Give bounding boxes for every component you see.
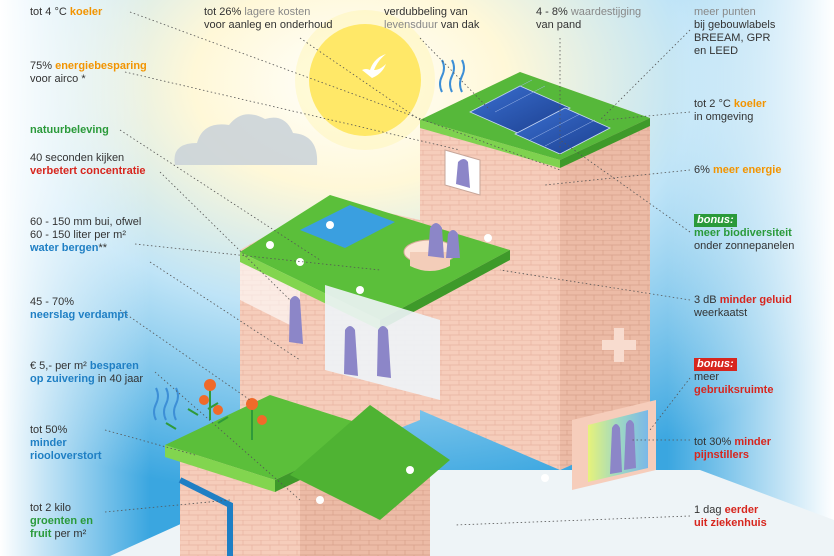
label-text: ** <box>98 242 108 254</box>
label-text: BREEAM, GPR <box>694 32 771 44</box>
label-lower-costs: tot 26% lagere kosten voor aanleg en ond… <box>204 6 332 32</box>
label-highlight: minder <box>30 437 67 449</box>
label-text: 3 dB <box>694 294 720 306</box>
label-highlight: minder geluid <box>719 294 792 306</box>
label-text: voor aanleg en onderhoud <box>204 19 333 31</box>
label-highlight: koeler <box>69 6 103 18</box>
label-highlight: meer energie <box>712 164 782 176</box>
label-highlight: pijnstillers <box>694 449 750 461</box>
flower-icon <box>266 221 549 504</box>
label-text: € 5,- per m² <box>30 360 90 372</box>
label-painkillers: tot 30% minder pijnstillers <box>694 436 771 462</box>
leader-lines <box>104 11 691 526</box>
label-less-noise: 3 dB minder geluid weerkaatst <box>694 294 792 320</box>
label-text: tot 30% <box>694 436 735 448</box>
label-text: 4 - 8% <box>536 6 571 18</box>
label-highlight: gebruiksruimte <box>694 384 774 396</box>
label-water-storage: 60 - 150 mm bui, ofwel 60 - 150 liter pe… <box>30 216 141 255</box>
label-highlight: besparen <box>89 360 139 372</box>
label-vegetables: tot 2 kilo groenten en fruit per m² <box>30 502 93 541</box>
label-highlight: levensduur <box>384 19 438 31</box>
label-cooler: tot 4 °C koeler <box>30 6 102 19</box>
pond-icon <box>300 205 395 248</box>
label-value-increase: 4 - 8% waardestijging van pand <box>536 6 641 32</box>
label-text: tot 2 kilo <box>30 502 71 514</box>
label-lifespan: verdubbeling van levensduur van dak <box>384 6 479 32</box>
label-more-energy: 6% meer energie <box>694 164 781 177</box>
lower-building <box>165 395 450 556</box>
label-usable-space: bonus: meer gebruiksruimte <box>694 358 773 397</box>
label-text: per m² <box>51 528 87 540</box>
label-text: 60 - 150 liter per m² <box>30 229 126 241</box>
vegetable-plants-icon <box>165 379 267 440</box>
middle-building <box>240 195 510 460</box>
label-text: verdubbeling van <box>384 6 468 18</box>
label-highlight: energiebesparing <box>55 60 147 72</box>
label-sewer-overflow: tot 50% minder riooloverstort <box>30 424 102 463</box>
label-highlight: verbetert concentratie <box>30 165 146 177</box>
label-highlight: koeler <box>733 98 767 110</box>
label-text: in 40 jaar <box>94 373 144 385</box>
label-building-points: meer punten bij gebouwlabels BREEAM, GPR… <box>694 6 775 58</box>
bonus-badge: bonus: <box>694 214 737 227</box>
label-highlight: groenten en <box>30 515 93 527</box>
label-highlight: lagere kosten <box>244 6 311 18</box>
label-text: 60 - 150 mm bui, ofwel <box>30 216 142 228</box>
label-highlight: minder <box>734 436 772 448</box>
label-highlight: uit ziekenhuis <box>694 517 767 529</box>
label-highlight: fruit <box>30 528 52 540</box>
label-text: van pand <box>536 19 582 31</box>
label-text: 45 - 70% <box>30 296 75 308</box>
solar-panel-icon <box>469 79 611 155</box>
label-text: van dak <box>437 19 480 31</box>
label-highlight: riooloverstort <box>30 450 102 462</box>
label-highlight: natuurbeleving <box>30 124 109 136</box>
label-text: in omgeving <box>694 111 754 123</box>
label-energy-saving: 75% energiebesparing voor airco * <box>30 60 147 86</box>
label-highlight: meer punten <box>694 6 756 18</box>
bonus-badge: bonus: <box>694 358 737 371</box>
tall-tower <box>420 72 656 490</box>
label-text: onder zonnepanelen <box>694 240 795 252</box>
label-cooler-surroundings: tot 2 °C koeler in omgeving <box>694 98 766 124</box>
label-text: tot 50% <box>30 424 68 436</box>
label-highlight: op zuivering <box>30 373 95 385</box>
label-highlight: neerslag verdampt <box>30 309 128 321</box>
label-text: bij gebouwlabels <box>694 19 776 31</box>
sun-icon <box>309 24 421 136</box>
cloud-icon <box>174 114 318 165</box>
label-highlight: waardestijging <box>570 6 642 18</box>
label-text: 1 dag <box>694 504 725 516</box>
label-text: 40 seconden kijken <box>30 152 125 164</box>
label-purification-saving: € 5,- per m² besparen op zuivering in 40… <box>30 360 143 386</box>
label-text: 75% <box>30 60 56 72</box>
label-hospital: 1 dag eerder uit ziekenhuis <box>694 504 767 530</box>
label-text: 6% <box>694 164 713 176</box>
label-evaporation: 45 - 70% neerslag verdampt <box>30 296 128 322</box>
label-highlight: eerder <box>724 504 759 516</box>
label-text: tot 2 °C <box>694 98 734 110</box>
label-text: tot 4 °C <box>30 6 70 18</box>
label-concentration: 40 seconden kijken verbetert concentrati… <box>30 152 146 178</box>
label-nature-experience: natuurbeleving <box>30 124 109 137</box>
label-text: weerkaatst <box>694 307 748 319</box>
label-highlight: meer biodiversiteit <box>694 227 792 239</box>
label-highlight: water bergen <box>30 242 99 254</box>
label-text: meer <box>694 371 720 383</box>
label-text: voor airco * <box>30 73 86 85</box>
label-biodiversity: bonus: meer biodiversiteit onder zonnepa… <box>694 214 794 253</box>
label-text: en LEED <box>694 45 739 57</box>
bird-icon <box>362 54 386 78</box>
heat-waves-icon <box>153 59 465 421</box>
label-text: tot 26% <box>204 6 245 18</box>
